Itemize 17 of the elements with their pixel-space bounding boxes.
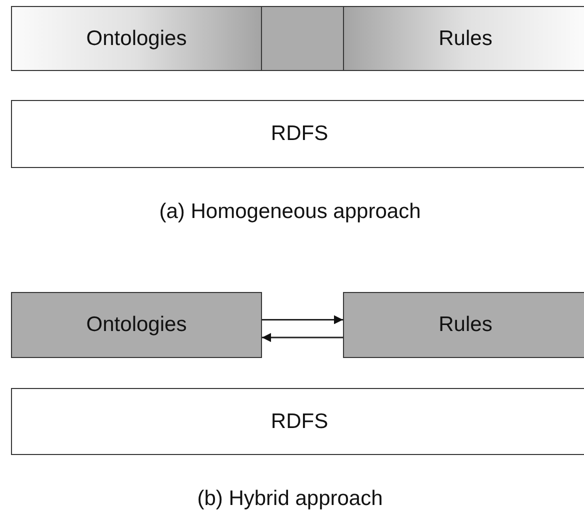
layer-box: [343, 292, 584, 358]
box-label: RDFS: [270, 410, 328, 434]
box-label: Ontologies: [86, 26, 187, 50]
arrow: [262, 333, 343, 342]
layer-box: [11, 100, 584, 168]
box-label: Ontologies: [86, 313, 187, 337]
box-label: RDFS: [270, 122, 328, 146]
layer-box: [343, 6, 584, 71]
box-shape: [261, 6, 344, 71]
layer-box: [11, 388, 584, 455]
arrow: [262, 315, 343, 324]
caption: (a) Homogeneous approach: [159, 200, 421, 224]
layer-box: [11, 292, 262, 358]
caption: (b) Hybrid approach: [197, 487, 383, 511]
box-label: Rules: [438, 26, 492, 50]
box-label: Rules: [438, 313, 492, 337]
layer-box: [11, 6, 262, 71]
